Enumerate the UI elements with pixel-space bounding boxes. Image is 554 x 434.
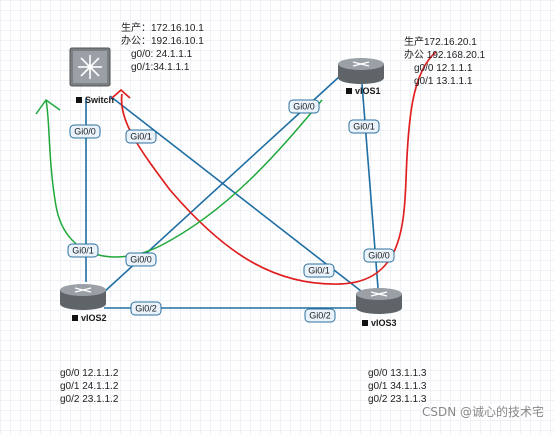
red-path-line: [120, 51, 437, 285]
port-label-text: Gi0/2: [135, 304, 157, 314]
green-path-arrowhead: [35, 98, 61, 115]
vios3-notes: g0/0 13.1.1.3 g0/1 34.1.1.3 g0/2 23.1.1.…: [368, 367, 426, 406]
router-bottom: [338, 72, 384, 84]
port-vios1-gi01[interactable]: Gi0/1: [348, 119, 380, 134]
traffic-path-green: [35, 98, 323, 258]
green-path-line: [45, 99, 323, 258]
device-switch[interactable]: [69, 47, 111, 87]
device-vios2[interactable]: [60, 284, 106, 310]
port-label-text: Gi0/0: [130, 255, 152, 265]
switch-note-line: g0/0: 24.1.1.1: [131, 49, 193, 60]
csdn-watermark: CSDN @诚心的技术宅: [421, 405, 544, 419]
port-vios3-gi02[interactable]: Gi0/2: [304, 308, 336, 323]
router-arrows-glyph: [352, 61, 370, 67]
port-label-text: Gi0/1: [130, 132, 152, 142]
port-vios2-gi01[interactable]: Gi0/1: [67, 243, 99, 258]
vios1-note-line: 办公 192.168.20.1: [404, 50, 486, 61]
port-vios1-gi00[interactable]: Gi0/0: [288, 99, 320, 114]
vios2-notes: g0/0 12.1.1.2 g0/1 24.1.1.2 g0/2 23.1.1.…: [60, 367, 118, 406]
router-arrows-glyph: [370, 291, 388, 297]
port-label-text: Gi0/1: [308, 266, 330, 276]
port-label-text: Gi0/0: [293, 102, 315, 112]
vios1-note-line: g0/0 12.1.1.1: [414, 63, 473, 74]
vios2-note-line: g0/0 12.1.1.2: [60, 368, 119, 379]
vios1-label: vIOS1: [346, 86, 381, 96]
port-label-text: Gi0/0: [368, 251, 390, 261]
switch-note-line: 办公：192.16.10.1: [121, 36, 204, 47]
port-vios2-gi02[interactable]: Gi0/2: [130, 301, 162, 316]
router-arrows-glyph: [74, 287, 92, 293]
port-label-text: Gi0/1: [72, 246, 94, 256]
vios3-note-line: g0/0 13.1.1.3: [368, 368, 427, 379]
vios2-label: vIOS2: [72, 313, 107, 323]
vios1-note-line: 生产172.16.20.1: [404, 37, 477, 48]
switch-hub: [87, 64, 93, 70]
port-label-text: Gi0/0: [74, 127, 96, 137]
port-switch-gi00[interactable]: Gi0/0: [69, 124, 101, 139]
port-vios3-gi00[interactable]: Gi0/0: [363, 248, 395, 263]
router-bottom: [60, 298, 106, 310]
switch-note-line: g0/1:34.1.1.1: [131, 62, 190, 73]
traffic-path-red: [111, 51, 437, 285]
vios2-note-line: g0/1 24.1.1.2: [60, 381, 119, 392]
switch-note-line: 生产：172.16.10.1: [121, 23, 204, 34]
port-vios2-gi00[interactable]: Gi0/0: [125, 252, 157, 267]
vios3-note-line: g0/1 34.1.1.3: [368, 381, 427, 392]
port-switch-gi01[interactable]: Gi0/1: [125, 129, 157, 144]
router-bottom: [356, 302, 402, 314]
vios1-note-line: g0/1 13.1.1.1: [414, 76, 473, 87]
red-path-arrowhead: [111, 88, 131, 99]
port-vios3-gi01[interactable]: Gi0/1: [303, 263, 335, 278]
vios1-notes: 生产172.16.20.1 办公 192.168.20.1 g0/0 12.1.…: [404, 36, 485, 88]
device-vios3[interactable]: [356, 288, 402, 314]
vios2-note-line: g0/2 23.1.1.2: [60, 394, 119, 405]
device-vios1[interactable]: [338, 58, 384, 84]
port-label-text: Gi0/1: [353, 122, 375, 132]
port-label-text: Gi0/2: [309, 311, 331, 321]
switch-label: Switch: [76, 95, 114, 105]
vios3-note-line: g0/2 23.1.1.3: [368, 394, 427, 405]
port-labels: Gi0/0 Gi0/1 Gi0/0 Gi0/1 Gi0/1 Gi0/0 Gi0/…: [67, 99, 395, 323]
switch-notes: 生产：172.16.10.1 办公：192.16.10.1 g0/0: 24.1…: [121, 22, 204, 74]
vios3-label: vIOS3: [362, 318, 397, 328]
